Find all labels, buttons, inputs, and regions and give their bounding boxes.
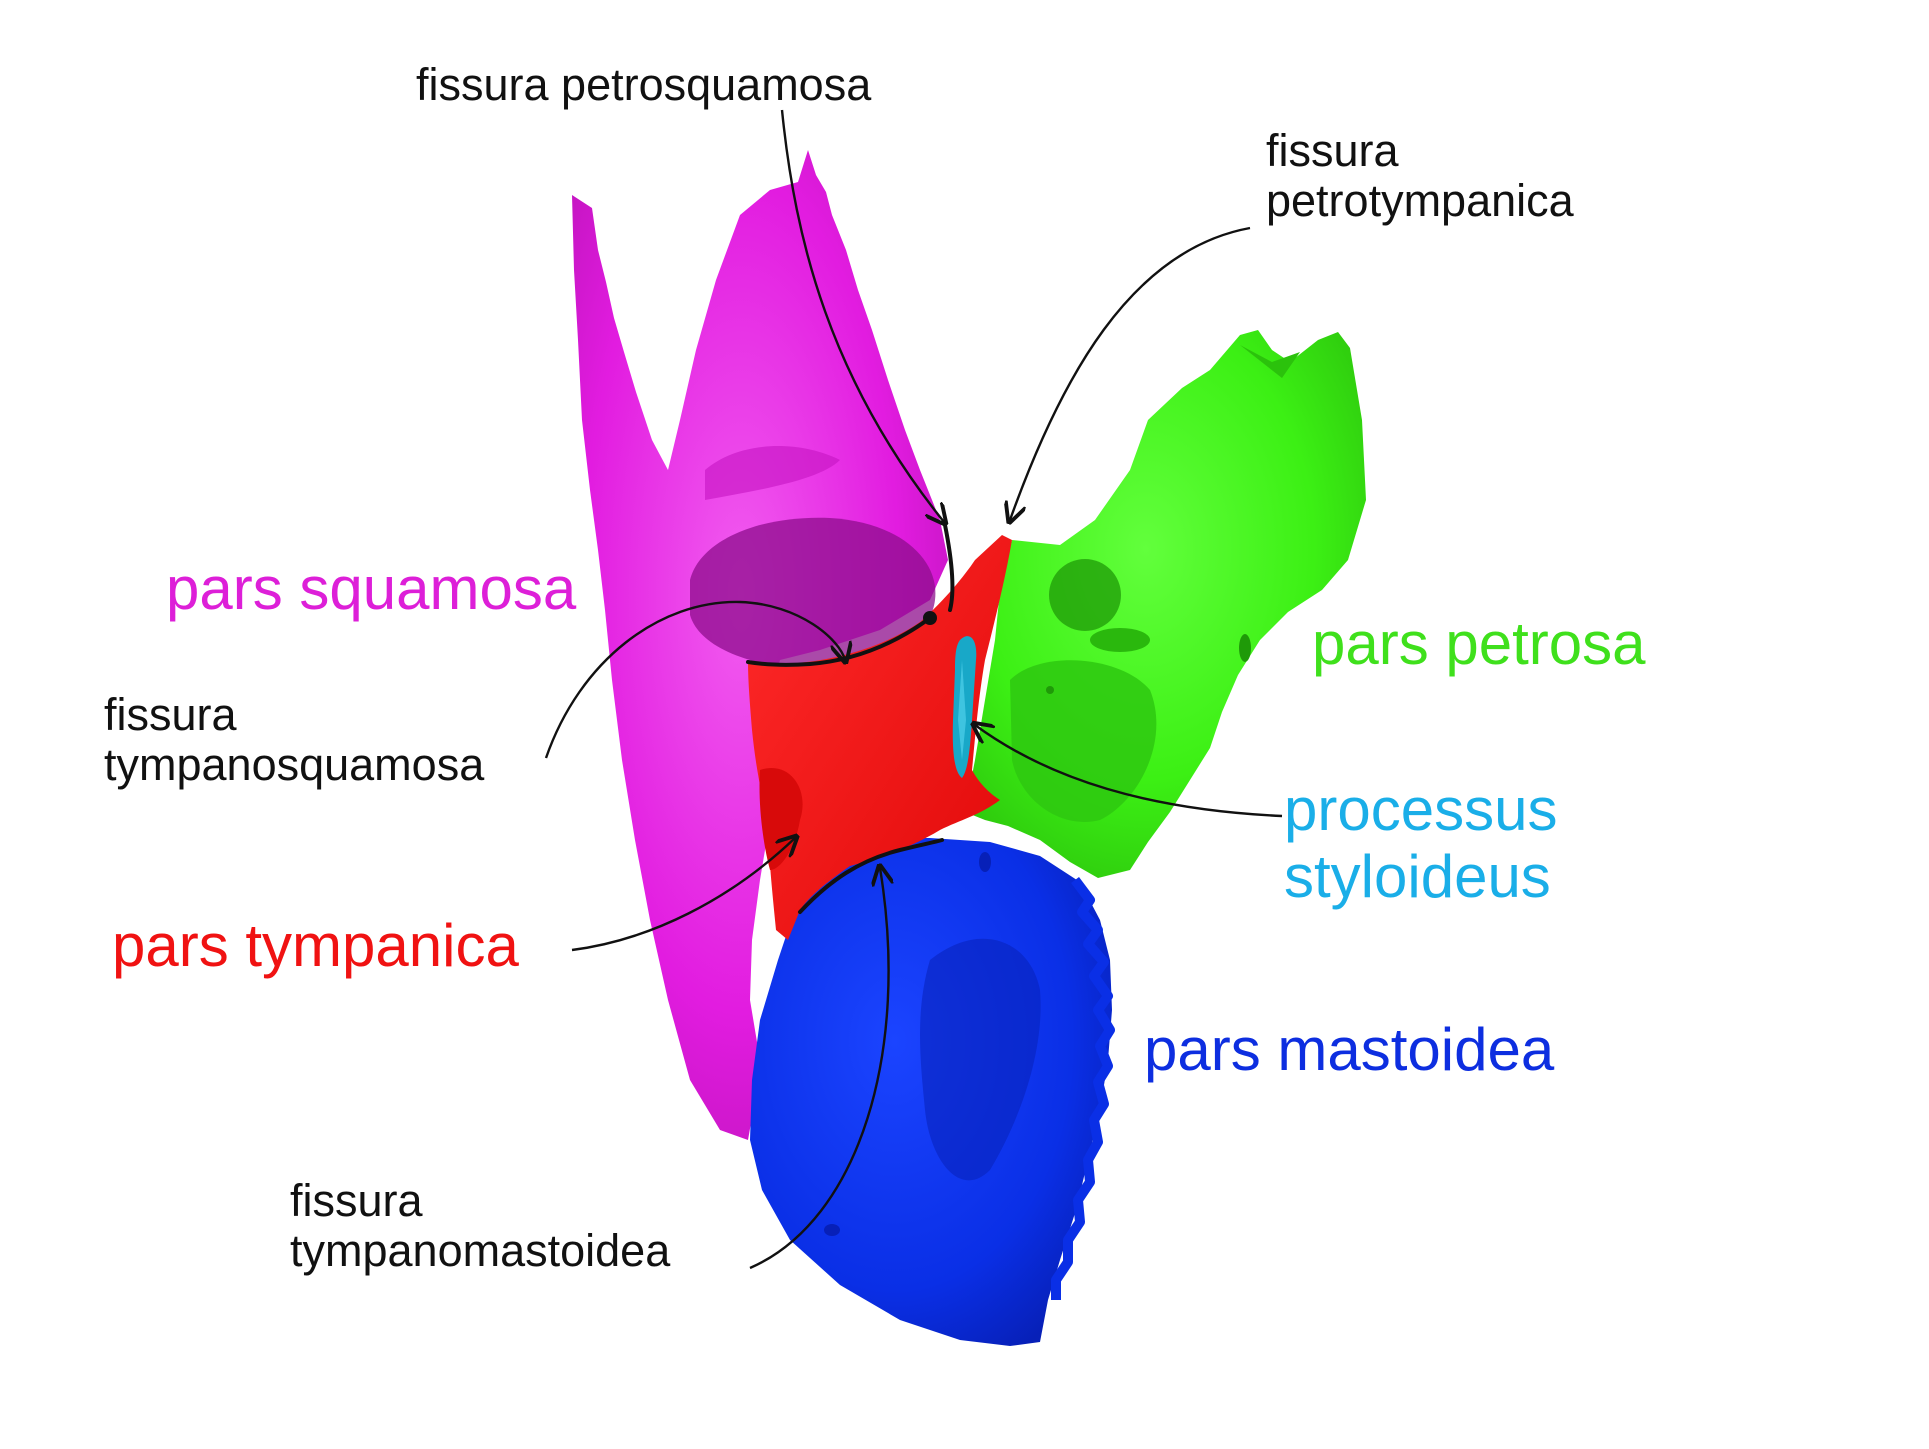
leader-fissura-petrotympanica xyxy=(1010,226,1251,520)
fissure-junction-dot xyxy=(923,611,937,625)
fissure-line-tympanosquamosa xyxy=(746,616,932,667)
leader-pars-tympanica xyxy=(571,838,795,952)
fissure-line-tympanomastoidea xyxy=(798,838,944,914)
label-fissura-tympanosquamosa-line1: fissura xyxy=(104,689,237,740)
leader-lines xyxy=(544,109,1283,1270)
label-processus-styloideus-line2: styloideus xyxy=(1284,843,1551,911)
processus-styloideus-shape xyxy=(952,636,977,778)
label-fissura-tympanomastoidea-line1: fissura xyxy=(290,1175,423,1226)
label-fissura-tympanomastoidea: fissura tympanomastoidea xyxy=(290,1175,671,1277)
label-fissura-tympanosquamosa: fissura tympanosquamosa xyxy=(104,689,485,791)
label-fissura-petrotympanica: fissura petrotympanica xyxy=(1266,125,1574,227)
leader-fissura-petrosquamosa xyxy=(780,109,944,522)
fissure-lines xyxy=(746,523,955,914)
label-fissura-tympanosquamosa-line2: tympanosquamosa xyxy=(104,739,485,791)
label-fissura-tympanomastoidea-line2: tympanomastoidea xyxy=(290,1225,671,1277)
leader-fissura-tympanomastoidea xyxy=(749,868,889,1270)
pars-mastoidea-shape xyxy=(750,838,1115,1346)
label-pars-petrosa: pars petrosa xyxy=(1312,610,1646,677)
pars-petrosa-shape xyxy=(965,330,1366,878)
pars-squamosa-shape xyxy=(572,150,948,1140)
label-processus-styloideus: processus styloideus xyxy=(1284,776,1557,910)
label-pars-petrosa-text: pars petrosa xyxy=(1312,610,1646,677)
label-pars-squamosa: pars squamosa xyxy=(166,555,576,622)
label-pars-mastoidea: pars mastoidea xyxy=(1144,1016,1554,1083)
label-fissura-petrosquamosa: fissura petrosquamosa xyxy=(416,59,872,110)
label-pars-tympanica-text: pars tympanica xyxy=(112,912,519,979)
label-processus-styloideus-line1: processus xyxy=(1284,776,1558,843)
fissure-line-petrosquamosa xyxy=(943,523,955,612)
label-fissura-petrosquamosa-text: fissura petrosquamosa xyxy=(416,59,872,110)
label-pars-squamosa-text: pars squamosa xyxy=(166,555,577,622)
leader-fissura-tympanosquamosa xyxy=(544,600,845,759)
leader-processus-styloideus xyxy=(975,725,1283,818)
label-fissura-petrotympanica-line2: petrotympanica xyxy=(1266,175,1574,227)
label-pars-mastoidea-text: pars mastoidea xyxy=(1144,1016,1555,1083)
label-fissura-petrotympanica-line1: fissura xyxy=(1266,125,1399,176)
label-pars-tympanica: pars tympanica xyxy=(112,912,519,979)
